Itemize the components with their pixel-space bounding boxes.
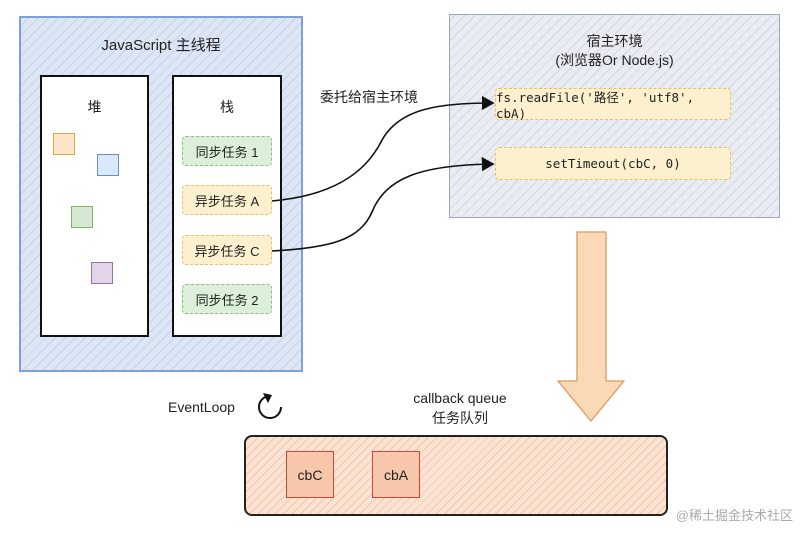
heap-panel: [40, 75, 149, 337]
stack-task-async-c: 异步任务 C: [182, 235, 272, 265]
api-settimeout: setTimeout(cbC, 0): [495, 147, 731, 180]
js-thread-title: JavaScript 主线程: [101, 37, 221, 54]
arrow-task-a-to-readfile: [271, 95, 495, 202]
queue-subtitle: 任务队列: [432, 410, 488, 426]
delegate-label: 委托给宿主环境: [320, 89, 418, 105]
arrow-task-c-to-settimeout: [271, 156, 495, 252]
queue-title: callback queue: [413, 390, 507, 406]
callback-cba: cbA: [372, 451, 420, 498]
heap-object-purple: [91, 262, 113, 284]
eventloop-label: EventLoop: [168, 399, 235, 415]
stack-label: 栈: [220, 99, 234, 115]
heap-object-green: [71, 206, 93, 228]
watermark-text: @稀土掘金技术社区: [675, 508, 793, 523]
eventloop-icon: [258, 393, 282, 419]
stack-task-sync-1: 同步任务 1: [182, 136, 272, 166]
api-fs-readfile: fs.readFile('路径', 'utf8', cbA): [495, 88, 731, 121]
callback-cbc: cbC: [286, 451, 334, 498]
host-title: 宿主环境: [586, 33, 643, 49]
stack-task-sync-2: 同步任务 2: [182, 284, 272, 314]
heap-label: 堆: [87, 99, 102, 115]
stack-task-async-a: 异步任务 A: [182, 185, 272, 215]
big-down-arrow: [557, 231, 625, 422]
host-subtitle: (浏览器Or Node.js): [555, 52, 674, 68]
heap-object-blue: [97, 154, 119, 176]
heap-object-orange: [53, 133, 75, 155]
